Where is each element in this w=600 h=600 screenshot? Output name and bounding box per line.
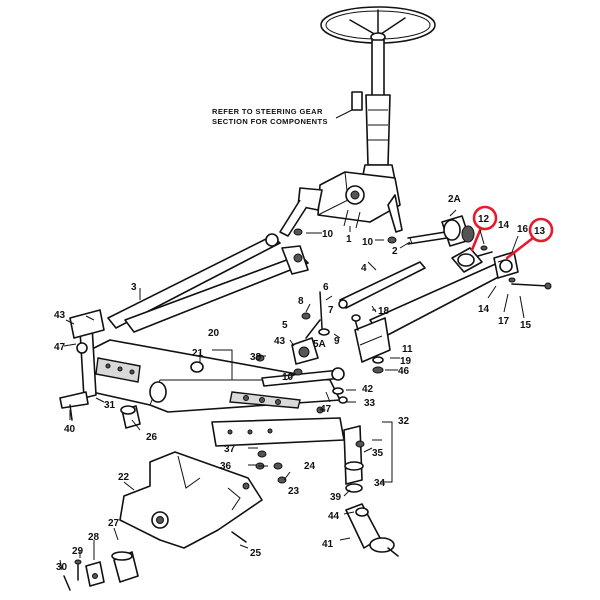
label-43-left: 43 — [54, 310, 66, 321]
label-42: 42 — [362, 384, 374, 395]
bushing-2a — [441, 215, 475, 247]
label-33: 33 — [364, 398, 376, 409]
label-37: 37 — [224, 444, 236, 455]
drag-link-rod-3 — [107, 233, 309, 333]
label-1: 1 — [346, 234, 352, 245]
spindle-arm-32 — [211, 417, 345, 447]
bolt-30 — [63, 575, 71, 591]
center-link — [261, 367, 345, 387]
label-25: 25 — [250, 548, 262, 559]
plate-28 — [85, 561, 105, 587]
label-12: 12 — [478, 214, 490, 225]
label-4: 4 — [361, 263, 367, 274]
right-spindle — [345, 503, 399, 557]
label-23: 23 — [288, 486, 300, 497]
label-24: 24 — [304, 461, 316, 472]
label-31: 31 — [104, 400, 116, 411]
label-19: 19 — [400, 356, 412, 367]
label-3: 3 — [131, 282, 137, 293]
ball-socket-12 — [451, 247, 493, 273]
label-2: 2 — [392, 246, 398, 257]
label-2a: 2A — [448, 194, 461, 205]
label-46: 46 — [398, 366, 410, 377]
callout-labels: 1 2 2A 3 4 5 5A 6 7 8 9 10 10 10 11 12 1… — [54, 194, 546, 573]
label-27: 27 — [108, 518, 120, 529]
label-13: 13 — [534, 226, 546, 237]
label-47-left: 47 — [54, 342, 66, 353]
label-41: 41 — [322, 539, 334, 550]
bolt-29 — [74, 559, 82, 581]
label-22: 22 — [118, 472, 130, 483]
front-axle-beam — [89, 339, 341, 413]
label-8: 8 — [298, 296, 304, 307]
label-10-mid: 10 — [362, 237, 374, 248]
label-29: 29 — [72, 546, 84, 557]
bushing-26 — [120, 405, 141, 429]
label-10-low: 10 — [282, 372, 294, 383]
label-5a: 5A — [313, 339, 326, 350]
label-15: 15 — [520, 320, 532, 331]
pivot-pin-27 — [111, 551, 139, 583]
ball-socket-13 — [493, 251, 519, 279]
tie-rod-arm-11 — [354, 261, 509, 363]
label-34: 34 — [374, 478, 386, 489]
label-18: 18 — [378, 306, 390, 317]
label-36: 36 — [220, 461, 232, 472]
nut-8 — [301, 312, 311, 320]
label-6: 6 — [323, 282, 329, 293]
label-44: 44 — [328, 511, 340, 522]
label-30: 30 — [56, 562, 68, 573]
label-16: 16 — [517, 224, 529, 235]
label-17: 17 — [498, 316, 510, 327]
fastener-set — [255, 228, 516, 484]
note-line-1: REFER TO STEERING GEAR — [212, 107, 323, 116]
bolt-6 — [318, 291, 330, 336]
label-9: 9 — [334, 336, 340, 347]
label-20: 20 — [208, 328, 220, 339]
label-11: 11 — [402, 344, 413, 355]
label-38: 38 — [250, 352, 262, 363]
label-14-bottom: 14 — [478, 304, 490, 315]
label-43-center: 43 — [274, 336, 286, 347]
bolt-18 — [351, 314, 361, 331]
axle-support-bracket — [119, 451, 263, 549]
label-47-center: 47 — [320, 404, 332, 415]
note-line-2: SECTION FOR COMPONENTS — [212, 117, 328, 126]
steering-column — [351, 39, 396, 181]
label-28: 28 — [88, 532, 100, 543]
left-spindle — [59, 309, 105, 421]
steering-gear-housing — [279, 171, 403, 237]
steering-wheel — [320, 6, 436, 44]
label-35: 35 — [372, 448, 384, 459]
label-26: 26 — [146, 432, 158, 443]
ball-stud-5 — [291, 319, 321, 365]
highlight-12 — [470, 205, 498, 252]
bolt-25 — [231, 531, 247, 543]
highlight-13 — [505, 217, 554, 260]
label-5: 5 — [282, 320, 288, 331]
leader-lines — [59, 209, 525, 571]
label-10-top: 10 — [322, 229, 334, 240]
label-32: 32 — [398, 416, 410, 427]
tie-rod-tube — [338, 261, 426, 309]
label-7: 7 — [328, 305, 334, 316]
right-spindle-kingpin — [343, 425, 364, 493]
bushing-21 — [190, 361, 204, 373]
label-40: 40 — [64, 424, 76, 435]
bolt-15 — [511, 282, 552, 290]
label-39: 39 — [330, 492, 342, 503]
label-21: 21 — [192, 348, 204, 359]
label-14-top: 14 — [498, 220, 510, 231]
